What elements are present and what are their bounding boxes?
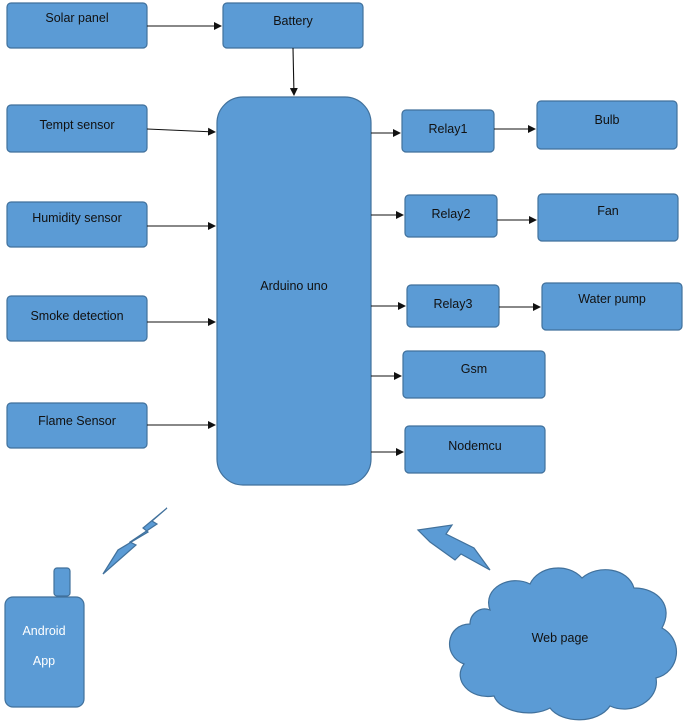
bulb-node: Bulb — [536, 100, 678, 150]
arrow-tempt-to-arduino — [146, 127, 216, 136]
humidity-sensor-node: Humidity sensor — [6, 201, 148, 248]
arduino-label: Arduino uno — [260, 279, 327, 293]
smoke-detection-label: Smoke detection — [30, 309, 123, 323]
solar-panel-label: Solar panel — [45, 11, 108, 25]
tempt-sensor-label: Tempt sensor — [39, 118, 114, 132]
arrow-battery-to-arduino — [289, 47, 298, 96]
relay1-label: Relay1 — [429, 122, 468, 136]
android-label-line2: App — [33, 654, 55, 668]
battery-node: Battery — [222, 2, 364, 49]
lightning-bolt-icon — [416, 524, 491, 571]
solar-panel-node: Solar panel — [6, 2, 148, 49]
bulb-label: Bulb — [594, 113, 619, 127]
relay3-node: Relay3 — [406, 284, 500, 328]
smoke-detection-node: Smoke detection — [6, 295, 148, 342]
tempt-sensor-node: Tempt sensor — [6, 104, 148, 153]
arduino-node: Arduino uno — [216, 96, 372, 486]
cloud-shape — [448, 567, 677, 721]
phone-antenna — [53, 567, 71, 597]
water-pump-label: Water pump — [578, 292, 646, 306]
android-app-phone: Android App — [4, 567, 85, 708]
relay3-label: Relay3 — [434, 297, 473, 311]
water-pump-node: Water pump — [541, 282, 683, 331]
android-label-line1: Android — [22, 624, 65, 638]
relay2-node: Relay2 — [404, 194, 498, 238]
flame-sensor-node: Flame Sensor — [6, 402, 148, 449]
gsm-label: Gsm — [461, 362, 487, 376]
fan-node: Fan — [537, 193, 679, 242]
flame-sensor-label: Flame Sensor — [38, 414, 116, 428]
battery-label: Battery — [273, 14, 313, 28]
fan-label: Fan — [597, 204, 619, 218]
humidity-sensor-label: Humidity sensor — [32, 211, 122, 225]
phone-body — [4, 596, 85, 708]
gsm-node: Gsm — [402, 350, 546, 399]
relay1-node: Relay1 — [401, 109, 495, 153]
relay2-label: Relay2 — [432, 207, 471, 221]
nodemcu-label: Nodemcu — [448, 439, 502, 453]
nodemcu-node: Nodemcu — [404, 425, 546, 474]
web-page-label: Web page — [532, 631, 589, 645]
web-page-cloud: Web page — [448, 567, 677, 721]
lightning-bolt-icon — [102, 507, 168, 575]
